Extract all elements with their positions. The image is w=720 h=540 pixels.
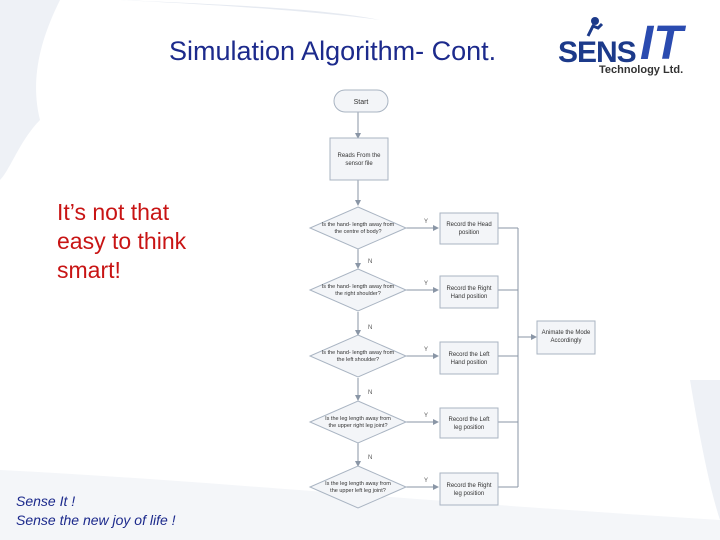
animate-line-1: Animate the Mode (542, 330, 591, 336)
decision-2-line-2: the right shoulder? (335, 291, 381, 297)
read-label-2: sensor file (345, 161, 373, 167)
action-5-line-2: leg position (454, 491, 484, 497)
decision-3-line-1: Is the hand- length away from (322, 350, 395, 356)
decision-1: Is the hand- length away from the centre… (308, 206, 408, 250)
action-3: Record the Left Hand position (439, 341, 499, 375)
tagline-line-2: Sense the new joy of life ! (16, 512, 176, 528)
tagline: Sense It ! Sense the new joy of life ! (16, 492, 176, 530)
logo-it-text: IT (640, 17, 683, 70)
yes-label-4: Y (424, 413, 428, 419)
action-5: Record the Right leg position (439, 472, 499, 506)
yes-label-1: Y (424, 219, 428, 225)
start-node (333, 89, 389, 113)
decision-3: Is the hand- length away from the left s… (308, 334, 408, 378)
company-logo: SENS IT Technology Ltd. (555, 12, 705, 82)
decision-5: Is the leg length away from the upper le… (308, 465, 408, 509)
action-1-line-1: Record the Head (446, 222, 491, 228)
slide-title: Simulation Algorithm- Cont. (169, 36, 497, 66)
action-5-line-1: Record the Right (446, 483, 491, 489)
decision-1-line-2: the centre of body? (334, 229, 381, 235)
decision-5-line-2: the upper left leg joint? (330, 488, 386, 494)
person-icon (586, 17, 604, 37)
action-4-line-2: leg position (454, 425, 484, 431)
action-2: Record the Right Hand position (439, 275, 499, 309)
no-label-3: N (368, 390, 372, 396)
decision-4-line-1: Is the leg length away from (325, 416, 391, 422)
action-3-line-2: Hand position (451, 360, 488, 366)
yes-label-5: Y (424, 478, 428, 484)
animate-node: Animate the Mode Accordingly (536, 320, 596, 355)
action-4-line-1: Record the Left (448, 417, 489, 423)
no-label-2: N (368, 325, 372, 331)
read-node (329, 137, 389, 181)
body-text: It’s not that easy to think smart! (57, 199, 187, 283)
read-label-1: Reads From the (337, 153, 381, 159)
start-label: Start (354, 99, 369, 106)
tagline-line-1: Sense It ! (16, 493, 76, 509)
action-1-line-2: position (459, 230, 480, 236)
decision-1-line-1: Is the hand- length away from (322, 222, 395, 228)
logo-sens-text: SENS (558, 36, 637, 69)
action-2-line-1: Record the Right (446, 286, 491, 292)
yes-label-2: Y (424, 281, 428, 287)
decision-2-line-1: Is the hand- length away from (322, 284, 395, 290)
decision-2: Is the hand- length away from the right … (308, 268, 408, 312)
yes-label-3: Y (424, 347, 428, 353)
decision-4-line-2: the upper right leg joint? (328, 423, 387, 429)
action-2-line-2: Hand position (451, 294, 488, 300)
action-4: Record the Left leg position (439, 407, 499, 439)
animate-line-2: Accordingly (550, 338, 581, 344)
decision-4: Is the leg length away from the upper ri… (308, 400, 408, 444)
action-1: Record the Head position (439, 212, 499, 245)
logo-subtitle: Technology Ltd. (599, 64, 684, 76)
no-label-1: N (368, 259, 372, 265)
decision-5-line-1: Is the leg length away from (325, 481, 391, 487)
action-3-line-1: Record the Left (448, 352, 489, 358)
no-label-4: N (368, 455, 372, 461)
decision-3-line-2: the left shoulder? (337, 357, 379, 363)
